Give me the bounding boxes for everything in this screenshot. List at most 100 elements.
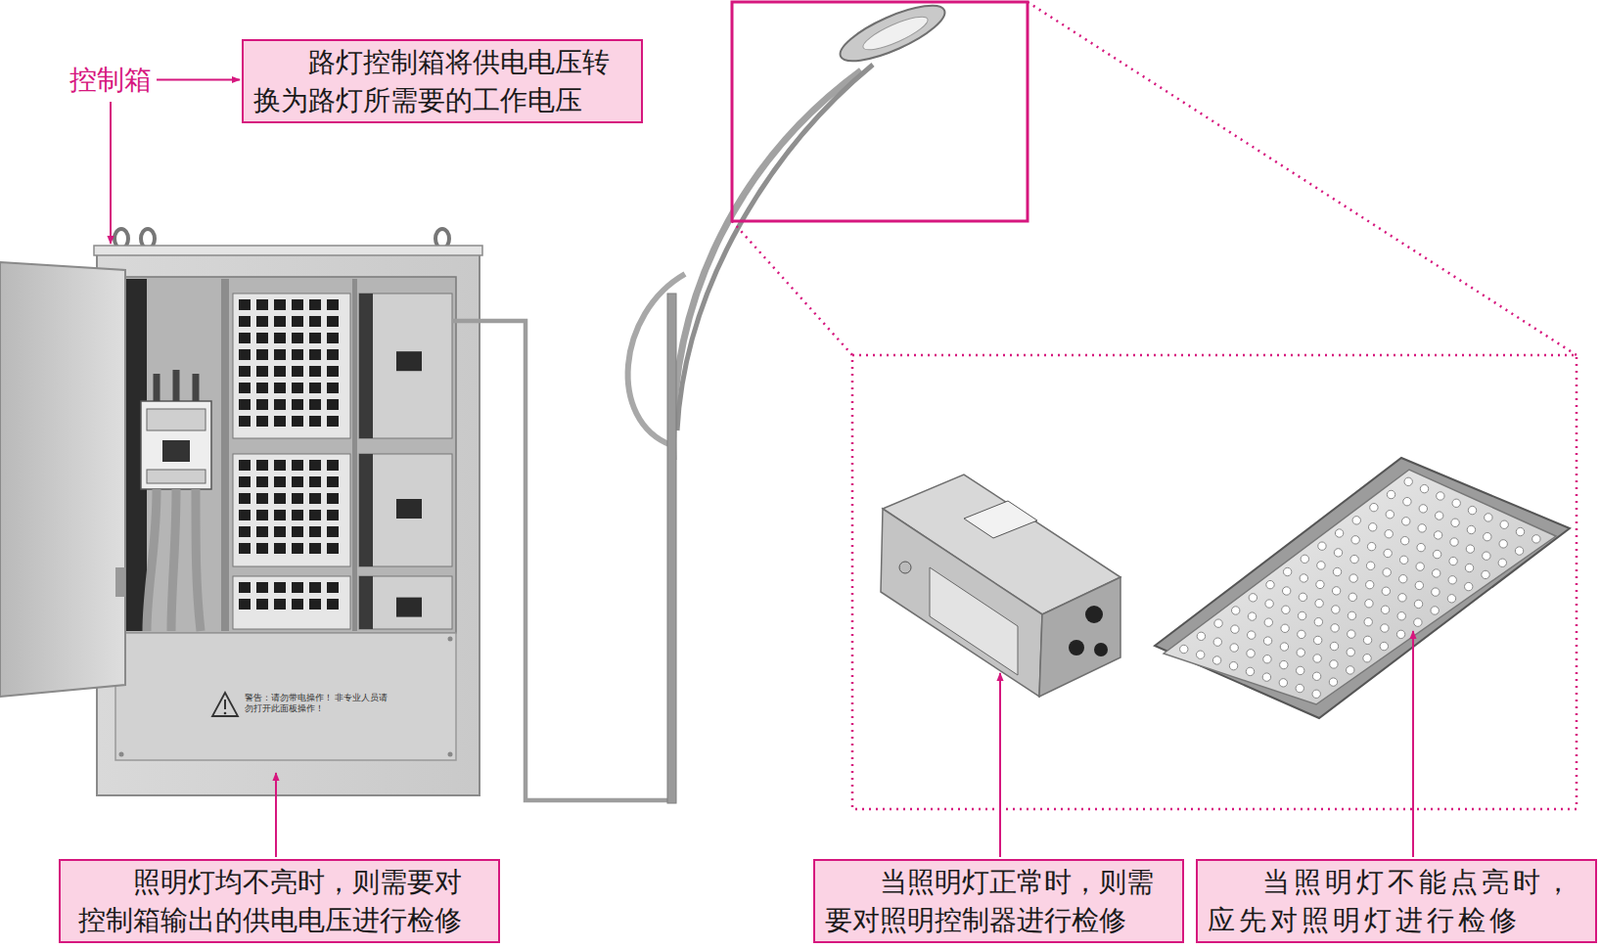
led (1312, 672, 1321, 681)
led (1262, 673, 1271, 682)
led (1195, 650, 1204, 659)
led (1448, 576, 1457, 585)
relay (326, 415, 339, 427)
led (1264, 618, 1273, 627)
led (1280, 642, 1288, 651)
relay (256, 582, 269, 594)
led (1331, 587, 1340, 595)
led (1402, 517, 1411, 526)
led (1466, 525, 1475, 534)
relay (326, 349, 339, 361)
relay (309, 526, 321, 538)
led (1281, 605, 1290, 614)
led (1464, 563, 1473, 572)
led (1363, 654, 1372, 663)
led (1280, 660, 1288, 669)
nameplate (963, 501, 1038, 539)
detail-frame (852, 355, 1577, 810)
led (1297, 630, 1306, 639)
led (1498, 558, 1507, 567)
led (1447, 594, 1456, 603)
relay-board (232, 293, 351, 439)
relay (309, 598, 321, 610)
relay (256, 382, 269, 394)
relay-board (232, 576, 351, 630)
cable-gland (1068, 640, 1085, 656)
circuit-boards (232, 293, 453, 630)
led (1449, 556, 1458, 565)
relay (256, 332, 269, 344)
led (1532, 535, 1541, 544)
breaker-bottom (146, 469, 206, 484)
relay (291, 582, 304, 594)
relay (256, 316, 269, 327)
relay (274, 509, 286, 521)
relay (309, 509, 321, 521)
chip (396, 597, 422, 618)
led (1481, 570, 1490, 579)
leader-line (156, 79, 240, 82)
relay (274, 543, 286, 554)
led (1231, 625, 1239, 634)
output-cable (146, 489, 201, 632)
led (1399, 574, 1408, 583)
relay (326, 316, 339, 327)
relay (309, 415, 321, 427)
led (1367, 542, 1375, 550)
led (1431, 588, 1440, 596)
led (1313, 636, 1322, 644)
leader-line (109, 101, 112, 244)
cabinet-body (96, 249, 480, 796)
led (1282, 567, 1291, 576)
led (1464, 582, 1473, 591)
relay (291, 365, 304, 377)
led (1328, 678, 1337, 686)
led (1386, 490, 1395, 499)
led (1247, 612, 1256, 621)
relay (291, 526, 304, 538)
relay (291, 399, 304, 411)
relay (238, 415, 251, 427)
callout-text: 照明灯均不亮时，则需要对控制箱输出的供电电压进行检修 (78, 863, 481, 940)
warning-text: 警告：请勿带电操作！ 非专业人员请勿打开此面板操作！ (244, 692, 392, 714)
relay (238, 299, 251, 311)
callout-text: 当照明灯正常时，则需要对照明控制器进行检修 (824, 863, 1173, 940)
relay (309, 582, 321, 594)
relay (238, 332, 251, 344)
led (1414, 599, 1422, 608)
led (1263, 637, 1272, 645)
relay (274, 316, 286, 327)
led (1315, 598, 1324, 607)
led (1434, 511, 1443, 520)
led (1347, 611, 1356, 620)
relay (256, 509, 269, 521)
supply-cable (452, 320, 676, 801)
control-board (359, 293, 453, 439)
relay (274, 598, 286, 610)
led (1432, 549, 1441, 558)
relay (274, 349, 286, 361)
lamp-head (833, 0, 952, 72)
relay (238, 349, 251, 361)
cabinet-interior (123, 276, 457, 634)
relay (326, 582, 339, 594)
led (1380, 624, 1389, 633)
led (1450, 538, 1459, 547)
relay (238, 493, 251, 504)
led (1313, 654, 1322, 663)
terminal-strip (359, 293, 373, 439)
led (1245, 667, 1254, 676)
controller-end (1039, 577, 1121, 697)
led (1265, 599, 1274, 608)
led (1382, 568, 1391, 577)
circuit-breaker (140, 401, 212, 490)
relay (309, 543, 321, 554)
relay (291, 349, 304, 361)
relay (274, 365, 286, 377)
relay (274, 493, 286, 504)
zoom-line (731, 221, 853, 356)
part-name: 控制箱 (69, 62, 152, 97)
led (1246, 649, 1255, 658)
relay (291, 299, 304, 311)
